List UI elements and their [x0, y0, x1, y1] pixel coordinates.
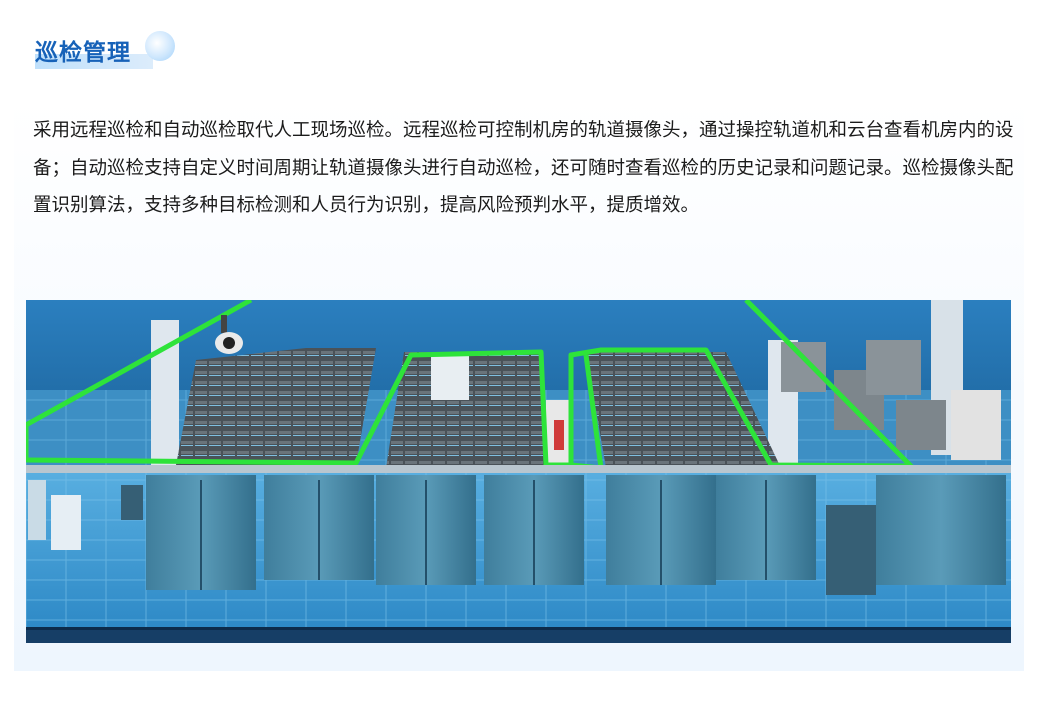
section-description: 采用远程巡检和自动巡检取代人工现场巡检。远程巡检可控制机房的轨道摄像头，通过操控… [33, 120, 1014, 216]
white-door [431, 355, 469, 400]
heading-decor-dot [145, 31, 175, 61]
rack-row-3 [586, 352, 781, 468]
server-cabinets-right [781, 340, 1001, 460]
wall-edge [26, 465, 1011, 473]
track-camera [215, 315, 243, 354]
content-card: 采用远程巡检和自动巡检取代人工现场巡检。远程巡检可控制机房的轨道摄像头，通过操控… [14, 99, 1024, 671]
rack-enclosures-lower [146, 475, 1006, 595]
inspection-track [26, 300, 914, 471]
enclosure-door-lines [200, 480, 767, 590]
bottom-edge [26, 630, 1011, 643]
rack-row-2 [386, 352, 546, 468]
data-center-illustration [26, 300, 1011, 643]
rack-row-1 [176, 348, 376, 465]
notice-boards [28, 480, 143, 550]
red-mat [554, 420, 564, 450]
heading-underline [35, 54, 153, 69]
section-title: 巡检管理 [35, 40, 131, 66]
